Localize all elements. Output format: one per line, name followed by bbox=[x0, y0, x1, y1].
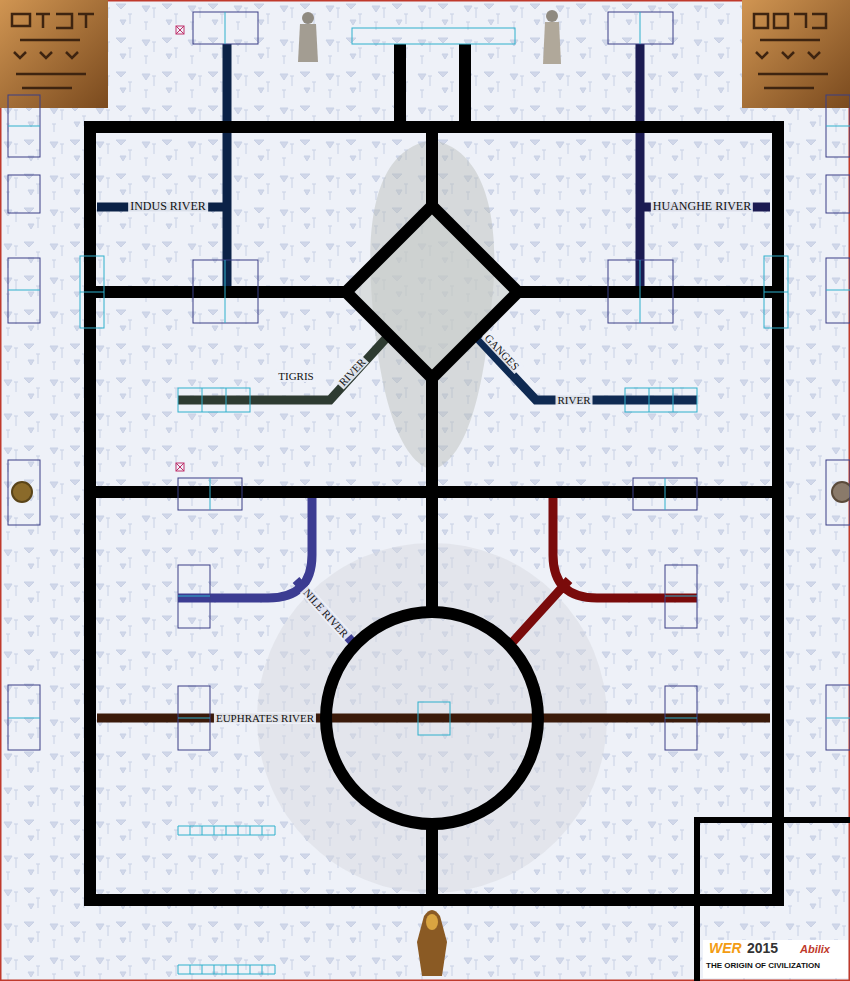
zone bbox=[178, 388, 250, 412]
tablet-glyphs bbox=[754, 14, 828, 88]
marker-cross bbox=[176, 463, 184, 471]
river-label: HUANGHE RIVER bbox=[651, 200, 753, 213]
track-diamond bbox=[346, 206, 518, 378]
river-label: INDUS RIVER bbox=[128, 200, 208, 213]
sarcophagus-body bbox=[417, 910, 447, 976]
track-circle bbox=[326, 612, 538, 824]
zone-strip bbox=[178, 826, 275, 835]
zone bbox=[418, 702, 450, 735]
statue-left bbox=[298, 12, 318, 62]
statue-head bbox=[302, 12, 314, 24]
logo-text: 2015 bbox=[747, 941, 778, 956]
river-label: RIVER bbox=[335, 354, 369, 389]
zone-strip bbox=[178, 965, 275, 974]
statue-body bbox=[298, 24, 318, 62]
tigris-river bbox=[178, 334, 390, 400]
track-lines bbox=[90, 44, 850, 981]
zone bbox=[352, 28, 515, 44]
zone-inner bbox=[8, 12, 850, 974]
logo-text: WER bbox=[709, 941, 742, 956]
logo-subtitle: THE ORIGIN OF CIVILIZATION bbox=[706, 962, 820, 971]
zone bbox=[625, 388, 697, 412]
clay-tablet bbox=[742, 0, 850, 108]
zone-outlines bbox=[8, 12, 850, 750]
coin bbox=[832, 482, 850, 502]
marker-cross bbox=[176, 26, 184, 34]
indus-river bbox=[97, 44, 227, 292]
coin bbox=[12, 482, 32, 502]
logo-panel bbox=[703, 940, 848, 978]
statue-right bbox=[543, 10, 561, 64]
track-line bbox=[400, 44, 465, 127]
zone bbox=[826, 460, 850, 525]
river-label: GANGES bbox=[481, 330, 523, 374]
red-river bbox=[509, 498, 697, 646]
marker-square bbox=[176, 463, 184, 471]
river-label: NILE RIVER bbox=[300, 585, 352, 641]
river-label: EUPHRATES RIVER bbox=[214, 712, 316, 724]
zone bbox=[8, 175, 40, 213]
zones bbox=[8, 12, 850, 974]
marker-square bbox=[176, 26, 184, 34]
tablet-glyphs bbox=[12, 14, 94, 88]
track-border bbox=[90, 127, 778, 900]
track-line bbox=[426, 127, 438, 900]
sarcophagus bbox=[417, 910, 447, 976]
start-square bbox=[697, 820, 850, 981]
sarcophagus-face bbox=[426, 914, 438, 930]
zone-dividers bbox=[8, 12, 850, 718]
brand-logo: Abilix bbox=[800, 943, 830, 955]
zone bbox=[826, 175, 850, 213]
river-label: RIVER bbox=[556, 394, 593, 406]
zone bbox=[8, 460, 40, 525]
huanghe-river bbox=[640, 44, 770, 292]
statue-body bbox=[543, 22, 561, 64]
track-line bbox=[90, 486, 778, 498]
nile-river bbox=[178, 498, 356, 646]
clay-tablet bbox=[0, 0, 108, 108]
river-label: TIGRIS bbox=[276, 370, 315, 382]
statue-head bbox=[546, 10, 558, 22]
